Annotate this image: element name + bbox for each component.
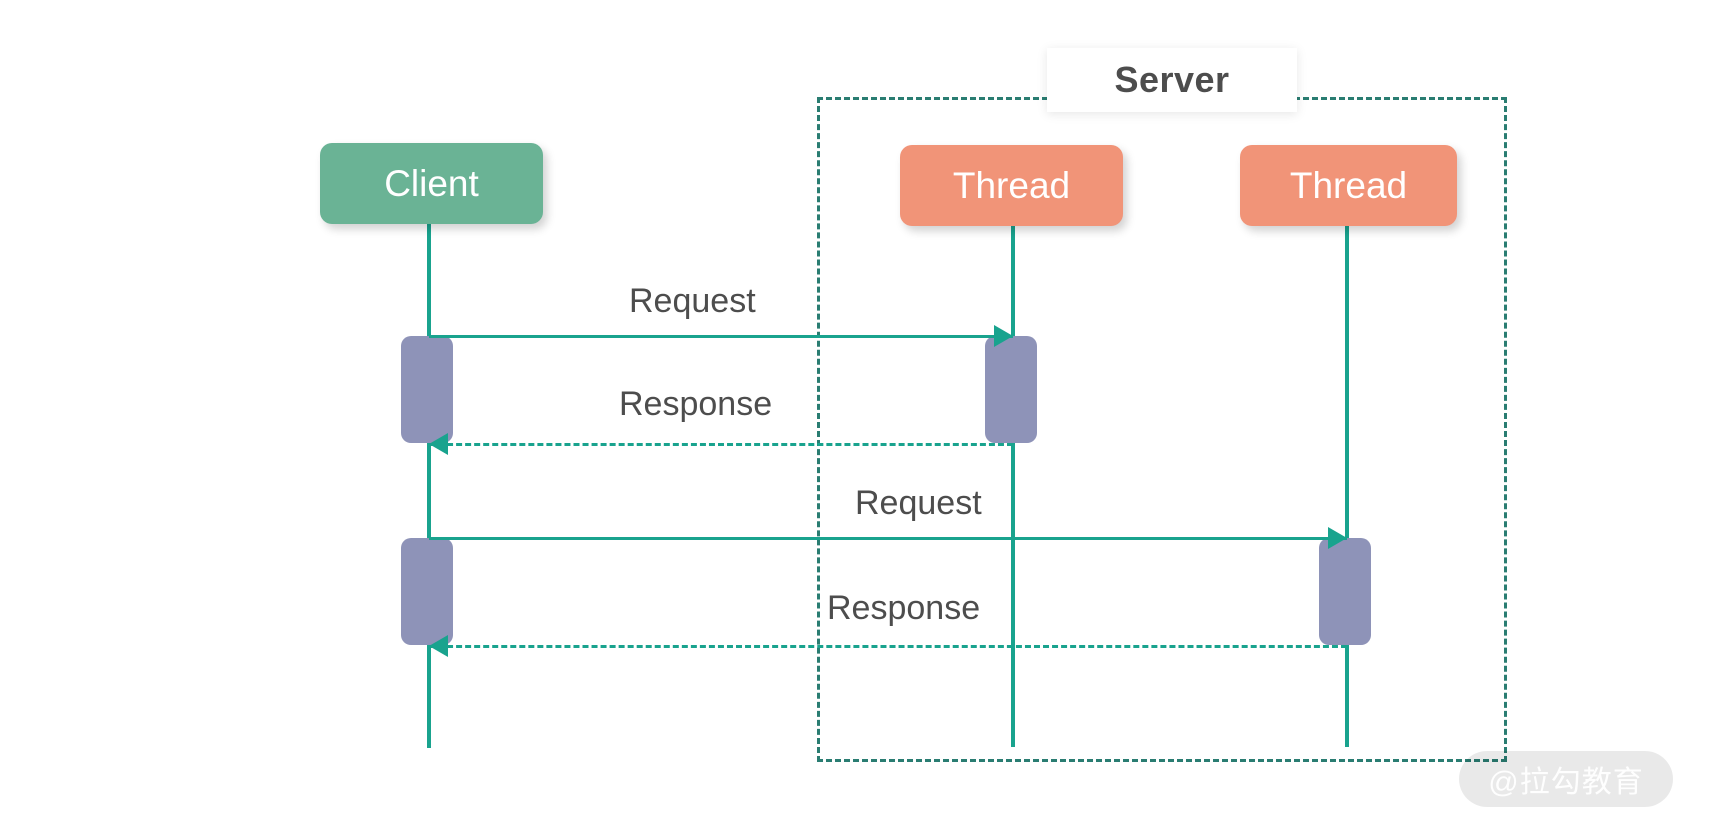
message-line-request-2 xyxy=(429,537,1347,540)
message-label-request-2: Request xyxy=(855,484,982,522)
activation-thread-2 xyxy=(1319,538,1371,645)
activation-client-2 xyxy=(401,538,453,645)
participant-thread-1[interactable]: Thread xyxy=(900,145,1123,226)
message-arrowhead-response-2 xyxy=(429,635,448,657)
participant-thread-2-label: Thread xyxy=(1289,164,1408,206)
server-label-chip: Server xyxy=(1047,48,1297,112)
watermark-badge: @拉勾教育 xyxy=(1459,751,1673,807)
participant-thread-2[interactable]: Thread xyxy=(1240,145,1457,226)
participant-thread-1-label: Thread xyxy=(952,164,1071,206)
participant-client-label: Client xyxy=(384,162,479,204)
watermark-text: @拉勾教育 xyxy=(1488,766,1644,799)
message-arrowhead-request-2 xyxy=(1328,527,1347,549)
lifeline-thread-1 xyxy=(1011,226,1015,747)
message-label-response-2: Response xyxy=(827,589,981,627)
message-line-response-1 xyxy=(429,443,1013,446)
activation-client-1 xyxy=(401,336,453,443)
message-label-response-1: Response xyxy=(619,385,773,423)
message-line-response-2 xyxy=(429,645,1347,648)
participant-client[interactable]: Client xyxy=(320,143,543,224)
lifeline-thread-2 xyxy=(1345,226,1349,747)
lifeline-client xyxy=(427,224,431,748)
message-arrowhead-request-1 xyxy=(994,325,1013,347)
server-label-text: Server xyxy=(1114,59,1230,100)
message-line-request-1 xyxy=(429,335,1013,338)
message-arrowhead-response-1 xyxy=(429,433,448,455)
message-label-request-1: Request xyxy=(629,282,756,320)
activation-thread-1 xyxy=(985,336,1037,443)
